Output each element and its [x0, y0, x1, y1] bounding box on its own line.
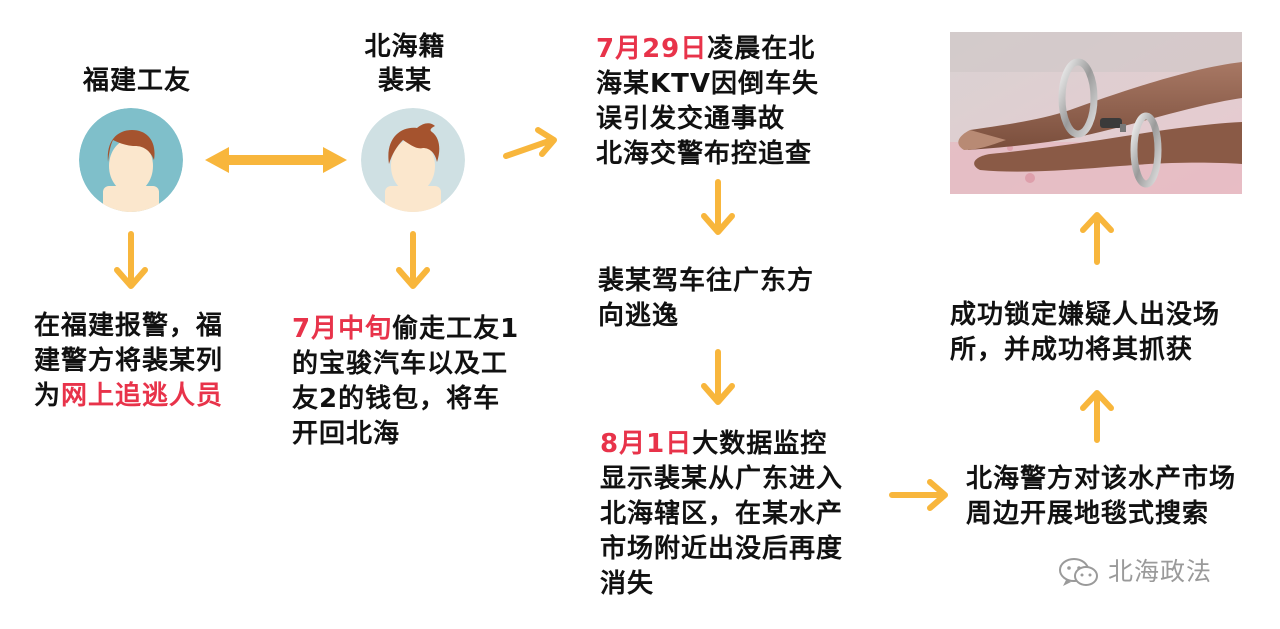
text-rest: 凌晨在北 — [707, 34, 816, 64]
accident-event-text: 7月29日凌晨在北 海某KTV因倒车失 误引发交通事故 北海交警布控追查 — [596, 32, 856, 172]
watermark-text: 北海政法 — [1108, 557, 1213, 586]
text-line: 开回北海 — [292, 419, 401, 449]
date-highlight: 7月中旬 — [292, 314, 393, 344]
arrow-down-icon — [701, 179, 735, 235]
theft-event-text: 7月中旬偷走工友1 的宝骏汽车以及工 友2的钱包，将车 开回北海 — [292, 312, 552, 452]
arrow-down-icon — [701, 349, 735, 405]
text-line: 误引发交通事故 — [596, 104, 786, 134]
wechat-icon — [1059, 558, 1098, 586]
handcuffed-hands-photo — [950, 32, 1242, 194]
text-line: 北海辖区，在某水产 — [600, 499, 844, 529]
text-line: 7月29日凌晨在北 — [596, 32, 856, 67]
text-line: 建警方将裴某列 — [34, 346, 224, 376]
date-highlight: 8月1日 — [600, 429, 693, 459]
arrow-down-icon — [114, 231, 148, 289]
text-rest: 偷走工友1 — [392, 314, 520, 344]
date-highlight: 7月29日 — [596, 34, 708, 64]
text-line: 为网上追逃人员 — [34, 379, 264, 414]
double-arrow-icon — [205, 147, 347, 173]
text-line: 成功锁定嫌疑人出没场 — [950, 300, 1221, 330]
text-line: 海某KTV因倒车失 — [596, 69, 820, 99]
arrow-up-icon — [1080, 390, 1114, 443]
person-right-label-line1: 北海籍 — [364, 32, 446, 62]
text-line: 周边开展地毯式搜索 — [966, 499, 1210, 529]
text-line: 市场附近出没后再度 — [600, 534, 844, 564]
person-right-label-line2: 裴某 — [377, 66, 432, 96]
text-line: 北海交警布控追查 — [596, 139, 813, 169]
text-line: 8月1日大数据监控 — [600, 427, 880, 462]
text-line: 显示裴某从广东进入 — [600, 464, 844, 494]
text-line: 消失 — [600, 569, 655, 599]
text-rest: 大数据监控 — [692, 429, 828, 459]
arrow-right-up-icon — [503, 127, 557, 159]
text-line: 向逃逸 — [598, 301, 680, 331]
arrow-right-icon — [889, 479, 948, 511]
arrow-down-icon — [396, 231, 430, 289]
arrow-up-icon — [1080, 212, 1114, 265]
text-line: 的宝骏汽车以及工 — [292, 349, 509, 379]
wanted-highlight: 网上追逃人员 — [61, 381, 224, 411]
text-line: 所，并成功将其抓获 — [950, 335, 1194, 365]
male-avatar-icon — [79, 108, 183, 212]
fujian-report-text: 在福建报警，福 建警方将裴某列 为网上追逃人员 — [34, 309, 264, 414]
bigdata-event-text: 8月1日大数据监控 显示裴某从广东进入 北海辖区，在某水产 市场附近出没后再度 … — [600, 427, 880, 602]
text-line: 7月中旬偷走工友1 — [292, 312, 552, 347]
search-event-text: 北海警方对该水产市场 周边开展地毯式搜索 — [966, 462, 1266, 532]
text-prefix: 为 — [34, 381, 62, 411]
text-line: 在福建报警，福 — [34, 311, 224, 341]
male-avatar-icon — [361, 108, 465, 212]
person-left-label: 福建工友 — [82, 66, 191, 96]
text-line: 友2的钱包，将车 — [292, 384, 501, 414]
text-line: 北海警方对该水产市场 — [966, 464, 1237, 494]
text-line: 裴某驾车往广东方 — [598, 266, 815, 296]
caught-event-text: 成功锁定嫌疑人出没场 所，并成功将其抓获 — [950, 298, 1260, 368]
escape-event-text: 裴某驾车往广东方 向逃逸 — [598, 264, 858, 334]
